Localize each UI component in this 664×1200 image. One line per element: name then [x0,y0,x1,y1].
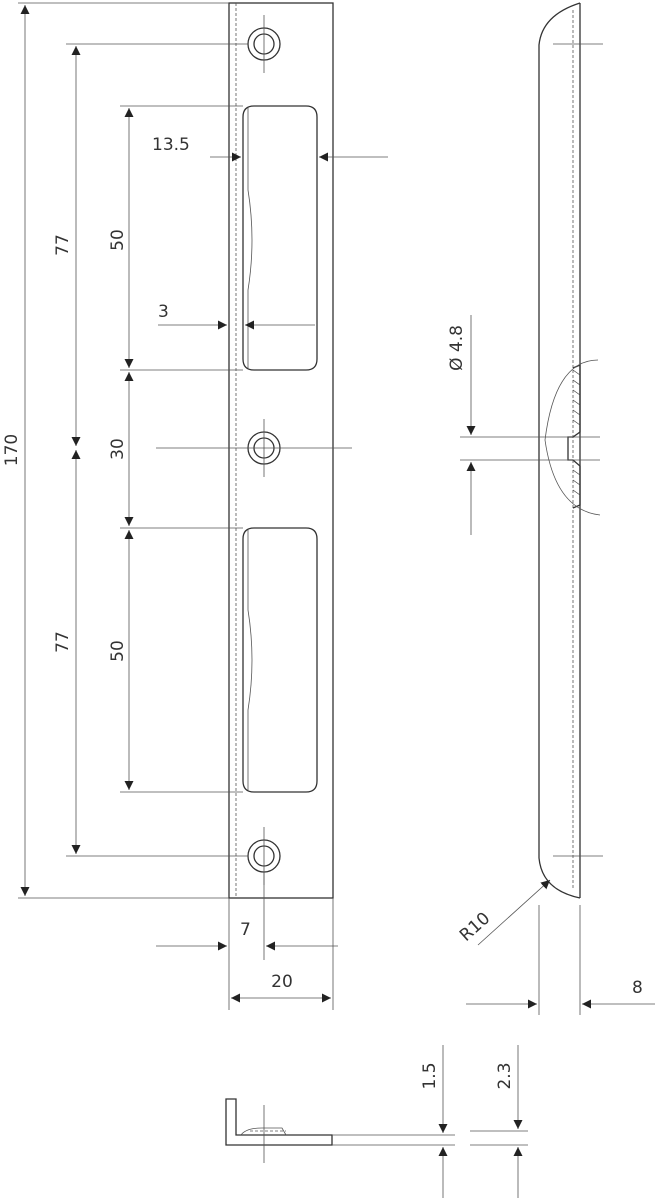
plate-outline [228,2,334,899]
bottom-view: 1.5 2.3 [225,1045,528,1198]
dim-slot-top-length: 50 [108,229,128,251]
slot-top [242,105,318,371]
side-view: Ø 4.8 R10 8 [447,2,655,1015]
side-profile-outer [538,2,581,899]
dim-sheet-thickness: 1.5 [420,1062,440,1089]
dim-slot-gap: 30 [108,438,128,460]
dim-plate-width: 20 [271,972,293,992]
dim-total-length: 170 [2,434,22,466]
dim-hole-center-bottom: 77 [53,631,73,653]
dim-hole-center-top: 77 [53,234,73,256]
dim-depth: 8 [632,978,643,998]
countersink-section [460,359,601,516]
screw-hole-top [247,15,281,73]
dim-total-thickness: 2.3 [495,1062,515,1089]
dim-slot-width: 13.5 [152,135,190,155]
slot-bottom [242,527,318,793]
bottom-profile [225,1098,333,1146]
dim-line-radius [477,879,551,946]
dim-hole-offset: 7 [240,920,251,940]
dim-hole-diameter: Ø 4.8 [447,325,467,371]
front-dimensions: 170 77 77 50 30 50 13.5 3 7 20 [2,2,388,1010]
dim-slot-edge-offset: 3 [158,302,169,322]
front-view [156,2,352,899]
dim-slot-bottom-length: 50 [108,640,128,662]
dim-radius: R10 [456,908,494,945]
